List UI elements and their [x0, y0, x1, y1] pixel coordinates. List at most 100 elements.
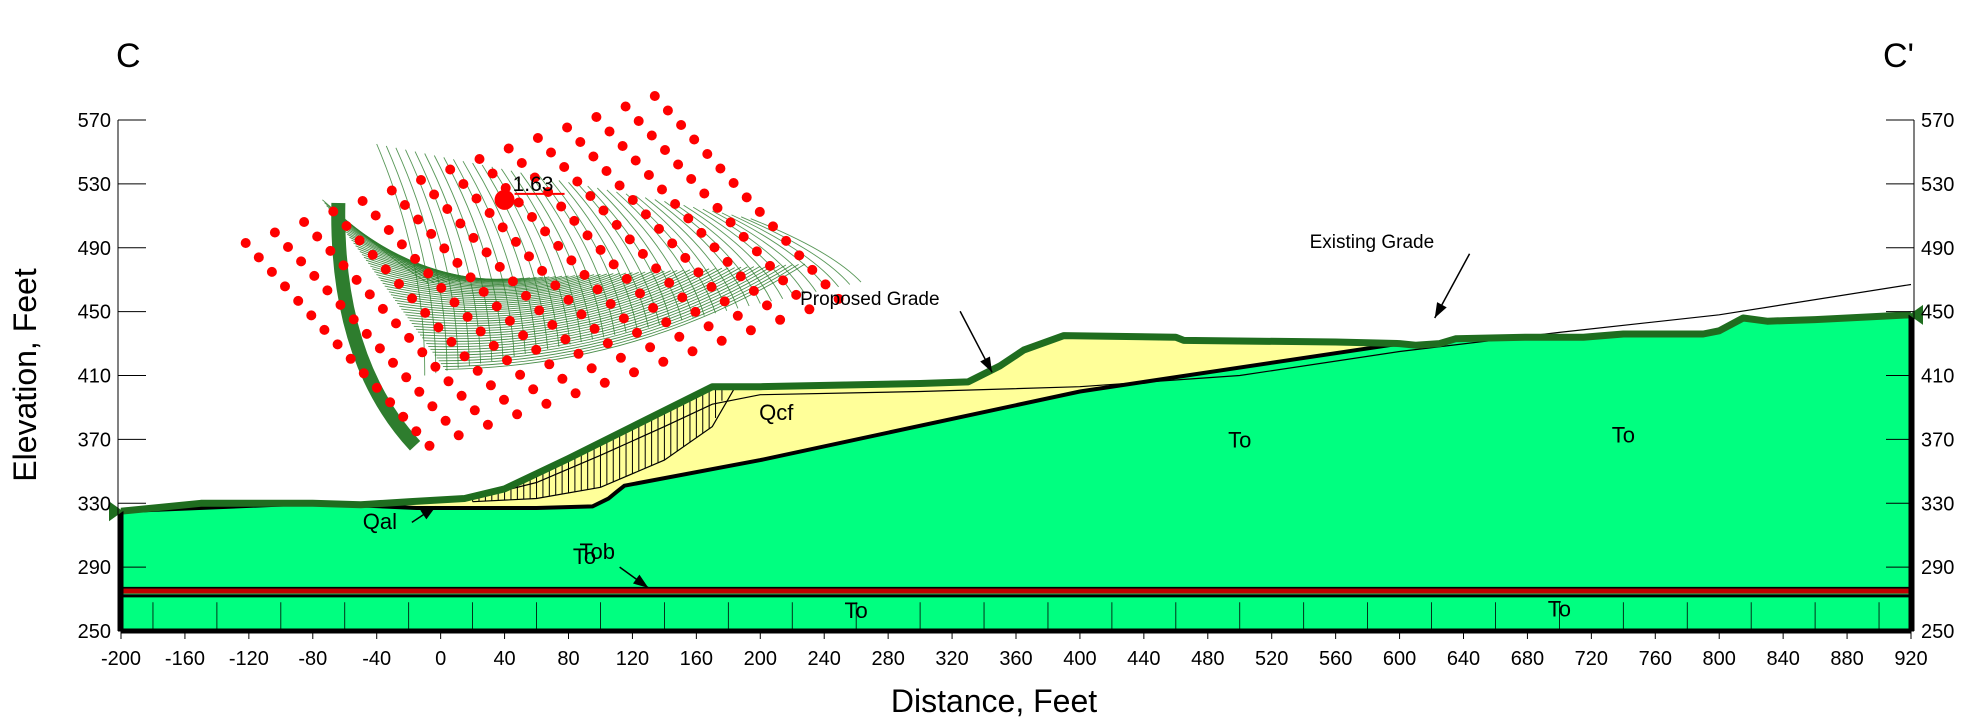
- search-grid-point: [394, 278, 404, 289]
- x-tick-label: 160: [680, 648, 713, 670]
- search-grid-point: [341, 221, 352, 231]
- search-grid-point: [446, 336, 457, 347]
- search-grid-point: [430, 361, 441, 372]
- search-grid-point: [537, 265, 548, 276]
- y-tick-label-right: 530: [1921, 174, 1954, 196]
- search-grid-point: [475, 326, 486, 337]
- search-grid-point: [703, 321, 714, 332]
- search-grid-point: [515, 369, 526, 380]
- search-grid-point: [654, 223, 664, 234]
- search-grid-point: [794, 250, 805, 261]
- x-tick-label: 880: [1830, 648, 1863, 670]
- search-grid-point: [332, 339, 343, 350]
- search-grid-point: [471, 193, 482, 204]
- search-grid-point: [531, 344, 542, 355]
- slip-surface: [419, 267, 729, 337]
- y-tick-label-left: 410: [78, 366, 111, 388]
- search-grid-point: [527, 212, 537, 222]
- search-grid-point: [582, 230, 593, 241]
- x-tick-label: 40: [493, 648, 515, 670]
- x-tick-label: 280: [871, 648, 904, 670]
- search-grid-point: [306, 310, 317, 321]
- x-tick-label: 920: [1894, 648, 1927, 670]
- search-grid-point: [386, 185, 397, 196]
- search-grid-point: [588, 151, 599, 162]
- search-grid-point: [807, 264, 818, 275]
- search-grid-point: [586, 363, 597, 374]
- search-grid-point: [640, 209, 651, 220]
- search-grid-point: [550, 280, 561, 291]
- search-grid-point: [560, 334, 571, 345]
- fill-bottom-contact: [120, 341, 1400, 514]
- search-grid-point: [599, 377, 610, 388]
- search-grid-point: [765, 260, 775, 271]
- search-grid-point: [781, 235, 792, 246]
- slip-surface: [434, 265, 774, 356]
- search-grid-point: [614, 180, 625, 191]
- search-grid-point: [791, 289, 802, 300]
- search-grid-point: [502, 355, 512, 366]
- proposed-grade-label: Proposed Grade: [800, 289, 939, 310]
- x-tick-label: -80: [298, 648, 327, 670]
- search-grid-point: [367, 249, 378, 260]
- search-grid-point: [635, 288, 645, 299]
- search-grid-point: [462, 311, 473, 322]
- search-grid-point: [452, 257, 463, 268]
- x-tick-label: 560: [1319, 648, 1352, 670]
- search-grid-point: [354, 235, 365, 246]
- slip-surface: [683, 204, 784, 300]
- search-grid-point: [335, 299, 346, 310]
- search-grid-point: [670, 199, 681, 209]
- slip-surface: [388, 272, 633, 302]
- search-grid-point: [557, 373, 568, 384]
- x-tick-label: 120: [616, 648, 649, 670]
- search-grid-point: [598, 205, 609, 216]
- search-grid-point: [499, 394, 509, 405]
- search-grid-point: [293, 295, 304, 306]
- existing-grade-arrow-head: [1434, 302, 1447, 319]
- slip-surface: [409, 269, 697, 324]
- x-tick-label: 240: [808, 648, 841, 670]
- search-grid-point: [377, 303, 388, 314]
- search-grid-point: [712, 202, 723, 213]
- search-grid-point: [608, 259, 619, 270]
- search-grid-point: [439, 243, 450, 254]
- x-tick-label: -40: [362, 648, 391, 670]
- x-tick-label: 360: [999, 648, 1032, 670]
- search-grid-point: [529, 172, 540, 183]
- search-grid-point: [465, 272, 476, 283]
- search-grid-point: [566, 255, 577, 266]
- slip-surface: [378, 273, 601, 294]
- y-tick-label-left: 530: [78, 174, 111, 196]
- search-grid-point: [507, 276, 518, 287]
- search-grid-point: [414, 386, 425, 397]
- search-grid-point: [589, 323, 600, 334]
- search-grid-point: [459, 351, 470, 362]
- search-grid-point: [633, 116, 644, 126]
- search-grid-point: [728, 178, 739, 188]
- search-grid-point: [399, 200, 410, 210]
- search-grid-point: [661, 317, 672, 328]
- y-tick-label-left: 250: [78, 621, 111, 643]
- search-grid-point: [576, 309, 587, 320]
- search-grid-point: [410, 253, 421, 264]
- search-grid-point: [309, 270, 320, 281]
- search-grid-point: [351, 274, 362, 285]
- search-grid-point: [696, 227, 707, 238]
- search-grid-point: [512, 409, 523, 420]
- search-grid-point: [735, 271, 746, 282]
- slip-surface: [361, 254, 550, 283]
- x-tick-label: -120: [229, 648, 269, 670]
- search-grid-point: [754, 206, 765, 217]
- search-grid-point: [440, 415, 451, 426]
- search-grid-point: [706, 281, 717, 292]
- search-grid-point: [719, 296, 730, 307]
- search-grid-point: [620, 101, 631, 112]
- slip-surface: [539, 176, 616, 335]
- slip-surface: [568, 181, 649, 328]
- search-grid-point: [579, 269, 590, 280]
- bedrock-unit: [121, 314, 1911, 631]
- search-grid-point: [673, 159, 684, 170]
- search-grid-point: [445, 164, 456, 175]
